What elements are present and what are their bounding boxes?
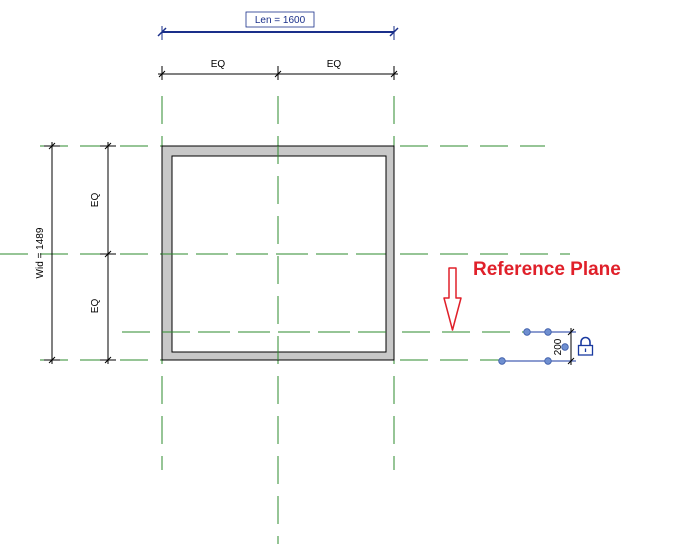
offset-tick-bottom: [567, 357, 575, 365]
offset-dimension[interactable]: 200: [498, 328, 594, 365]
left-eq-tick-mid: [104, 250, 112, 258]
width-tick-top: [48, 142, 56, 150]
top-eq-tick-mid: [274, 70, 282, 78]
drag-grip[interactable]: [523, 328, 531, 336]
eq-label-top-right: EQ: [327, 59, 342, 70]
width-label[interactable]: Wid = 1489: [35, 227, 46, 278]
top-eq-tick-right: [390, 70, 398, 78]
width-dimension[interactable]: Wid = 1489: [35, 142, 60, 364]
length-dimension[interactable]: Len = 1600: [157, 11, 399, 40]
width-tick-bottom: [48, 356, 56, 364]
annotation-label: Reference Plane: [473, 259, 621, 280]
drag-grip[interactable]: [561, 343, 569, 351]
left-eq-tick-top: [104, 142, 112, 150]
eq-label-left-lower: EQ: [90, 299, 101, 314]
reference-plane-annotation: Reference Plane: [443, 259, 621, 331]
rectangular-frame[interactable]: [161, 145, 395, 361]
left-eq-dimension[interactable]: EQ EQ: [90, 142, 116, 364]
drag-grip[interactable]: [498, 357, 506, 365]
length-tick-left: [157, 27, 167, 37]
length-tick-right: [389, 27, 399, 37]
drag-grip[interactable]: [544, 328, 552, 336]
lock-icon[interactable]: [577, 336, 594, 356]
length-label-box[interactable]: [245, 11, 315, 28]
drag-grip[interactable]: [544, 357, 552, 365]
left-eq-tick-bottom: [104, 356, 112, 364]
length-label[interactable]: Len = 1600: [255, 15, 306, 26]
offset-tick-top: [567, 328, 575, 336]
reference-planes: [0, 96, 570, 544]
top-eq-dimension[interactable]: EQ EQ: [158, 59, 398, 80]
offset-value[interactable]: 200: [553, 338, 564, 355]
frame-wall[interactable]: [161, 145, 395, 361]
top-eq-tick-left: [158, 70, 166, 78]
down-arrow-icon: [443, 267, 462, 331]
eq-label-left-upper: EQ: [90, 193, 101, 208]
eq-label-top-left: EQ: [211, 59, 226, 70]
